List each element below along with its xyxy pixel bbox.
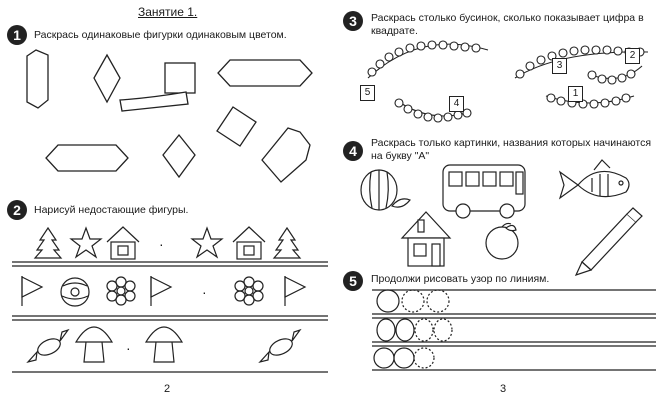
curved-strip-shape — [119, 91, 189, 112]
tree-icon — [33, 226, 63, 259]
flower-icon-2 — [234, 276, 264, 306]
house-icon-2 — [232, 226, 266, 260]
bead-count-box: 5 — [360, 85, 375, 101]
task-3-text-line2: квадрате. — [371, 25, 418, 37]
shield-shape-2 — [261, 127, 311, 183]
candy-icon — [26, 328, 70, 364]
bead-count-box-3: 2 — [625, 48, 640, 64]
rhombus-shape-2 — [162, 133, 196, 179]
fish-icon — [558, 159, 630, 200]
bead-count-box-4: 4 — [449, 96, 464, 112]
missing-mark-3: · — [126, 340, 131, 356]
ball-icon — [60, 277, 90, 307]
mushroom-icon — [74, 326, 114, 363]
orange-icon — [485, 222, 519, 260]
watermelon-icon — [360, 169, 411, 211]
pattern-row-1 — [376, 289, 450, 313]
house-icon-3 — [400, 211, 452, 267]
bead-count-box-5: 1 — [568, 86, 583, 102]
task-4-pictures — [360, 159, 643, 277]
left-page: Занятие 1. 1 Раскрась одинаковые фигурки… — [7, 5, 328, 395]
task-4-text-line1: Раскрась только картинки, названия котор… — [371, 137, 652, 149]
task-1-text: Раскрась одинаковые фигурки одинаковым ц… — [34, 29, 287, 41]
task-3-text-line1: Раскрась столько бусинок, сколько показы… — [371, 12, 644, 24]
bead-string-5 — [545, 93, 635, 109]
flag-icon-2 — [150, 276, 173, 306]
bead-string-1 — [367, 40, 489, 79]
bus-icon — [442, 164, 526, 219]
hexagon-shape-2 — [45, 144, 129, 172]
bead-count-box-2: 3 — [552, 58, 567, 74]
flag-icon-3 — [284, 276, 307, 306]
missing-mark-2: · — [202, 284, 207, 300]
task-5-pattern — [372, 289, 656, 371]
flower-icon — [106, 276, 136, 306]
rhombus-shape — [93, 53, 121, 104]
missing-mark: · — [159, 236, 164, 252]
task-4-text-line2: на букву "А" — [371, 150, 430, 162]
bead-string-4 — [394, 98, 472, 123]
square-shape — [164, 62, 196, 94]
page-number-left: 2 — [164, 383, 171, 395]
page-number-right: 3 — [500, 383, 507, 395]
tilted-square-shape — [216, 106, 257, 147]
task-3-number: 3 — [343, 11, 363, 31]
hexagon-shape — [217, 59, 313, 87]
tree-icon-2 — [272, 226, 302, 259]
task-2-text: Нарисуй недостающие фигуры. — [34, 204, 189, 216]
flag-icon — [21, 276, 44, 306]
star-icon-2 — [190, 226, 224, 259]
pattern-row-3 — [373, 347, 435, 369]
mushroom-icon-2 — [144, 326, 184, 363]
task-5-number: 5 — [343, 271, 363, 291]
star-icon — [69, 226, 103, 259]
shield-shape — [26, 49, 49, 109]
task-4-number: 4 — [343, 141, 363, 161]
task-2-rows — [12, 226, 328, 373]
lesson-title: Занятие 1. — [138, 5, 198, 19]
pattern-row-2 — [376, 318, 453, 342]
house-icon — [106, 226, 140, 260]
bead-string-3 — [587, 65, 643, 85]
right-page: 3 Раскрась столько бусинок, сколько пока… — [330, 0, 660, 402]
pencil-icon — [574, 207, 643, 277]
task-5-text: Продолжи рисовать узор по линиям. — [371, 273, 550, 285]
candy-icon-2 — [258, 328, 302, 364]
task-1-number: 1 — [7, 25, 27, 45]
task-1-shapes — [26, 49, 313, 183]
task-2-number: 2 — [7, 200, 27, 220]
